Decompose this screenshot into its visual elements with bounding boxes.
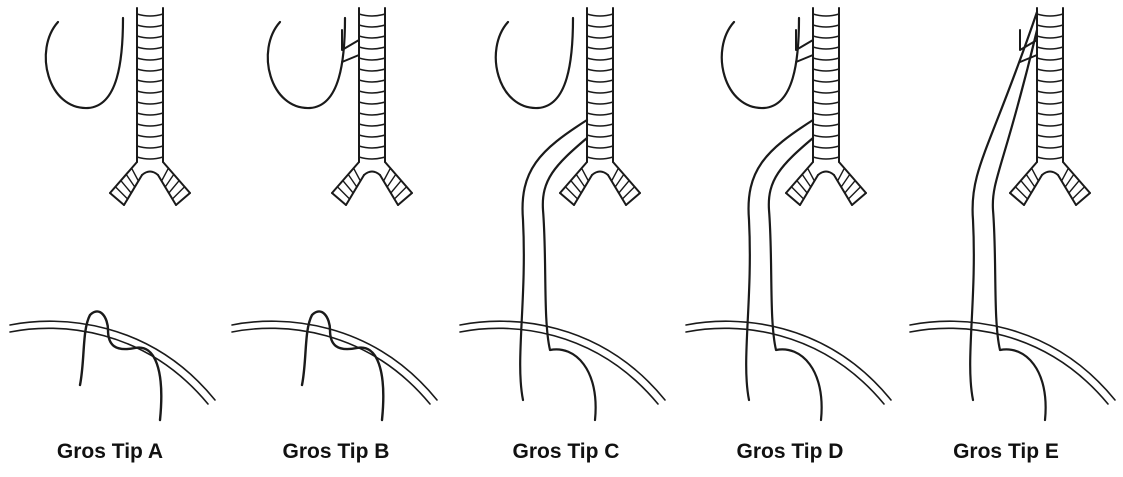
- diaphragm: [232, 321, 437, 400]
- panel-c: [460, 8, 665, 420]
- diaphragm: [686, 321, 891, 400]
- diaphragm: [460, 321, 665, 400]
- proximal-pouch: [496, 18, 573, 108]
- proximal-pouch: [46, 18, 123, 108]
- panel-d: [686, 8, 891, 420]
- caption-gros-tip-e: Gros Tip E: [906, 440, 1106, 464]
- distal-pouch: [302, 311, 383, 420]
- panel-e: [910, 8, 1115, 420]
- caption-gros-tip-d: Gros Tip D: [690, 440, 890, 464]
- caption-gros-tip-c: Gros Tip C: [466, 440, 666, 464]
- proximal-pouch: [722, 18, 799, 108]
- distal-pouch: [80, 311, 161, 420]
- panel-a: [10, 8, 215, 420]
- caption-gros-tip-b: Gros Tip B: [236, 440, 436, 464]
- diaphragm: [910, 321, 1115, 400]
- trachea: [1010, 8, 1090, 205]
- panel-b: [232, 8, 437, 420]
- caption-gros-tip-a: Gros Tip A: [10, 440, 210, 464]
- diaphragm: [10, 321, 215, 400]
- proximal-pouch: [268, 18, 345, 108]
